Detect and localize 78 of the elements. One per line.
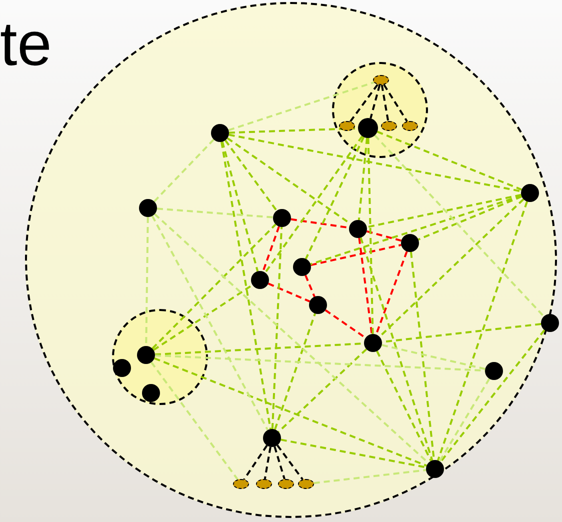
node-dot xyxy=(358,118,378,138)
node-dot xyxy=(278,479,294,489)
connector-line xyxy=(264,136,364,274)
connector-line xyxy=(304,274,316,298)
connector-line xyxy=(280,438,426,468)
node-dot xyxy=(401,234,419,252)
connector-line xyxy=(376,130,522,191)
node-dot xyxy=(139,199,157,217)
connector-line xyxy=(150,362,238,480)
connector-line xyxy=(152,224,276,350)
connector-line xyxy=(154,357,427,467)
connector-line xyxy=(290,218,350,229)
node-dot xyxy=(137,346,155,364)
node-dot xyxy=(142,384,160,402)
connector-line xyxy=(366,194,522,228)
connector-line xyxy=(274,313,316,430)
connector-line xyxy=(156,208,274,218)
connector-line xyxy=(374,134,545,318)
connector-line xyxy=(278,348,368,433)
connector-line xyxy=(228,134,522,192)
node-dot xyxy=(113,359,131,377)
connector-line xyxy=(243,444,268,480)
connector-line xyxy=(154,354,486,372)
connector-line xyxy=(264,446,272,480)
node-dot xyxy=(263,429,281,447)
node-dot xyxy=(273,209,291,227)
connector-line xyxy=(304,136,365,260)
connector-line xyxy=(378,198,524,338)
connector-line xyxy=(262,226,280,272)
node-dot xyxy=(256,479,272,489)
connector-line xyxy=(154,138,214,202)
connector-line xyxy=(380,84,390,122)
node-dot xyxy=(373,75,389,85)
connector-line xyxy=(366,230,402,242)
connector-line xyxy=(438,378,490,462)
node-dot xyxy=(541,314,559,332)
connector-line xyxy=(152,284,254,351)
node-dot xyxy=(309,296,327,314)
connector-line xyxy=(271,226,283,430)
connector-line xyxy=(314,469,426,484)
node-dot xyxy=(293,258,311,276)
connector-line xyxy=(274,446,286,480)
node-dot xyxy=(521,184,539,202)
connector-line xyxy=(440,329,546,463)
connector-line xyxy=(370,84,381,119)
node-dot xyxy=(211,124,229,142)
node-dot xyxy=(298,479,314,489)
connector-line xyxy=(367,138,374,334)
connector-line xyxy=(358,138,368,220)
node-dot xyxy=(364,334,382,352)
connector-line xyxy=(375,251,408,335)
connector-line xyxy=(350,84,378,122)
connector-line xyxy=(310,244,402,266)
connector-line xyxy=(382,344,486,370)
connector-line xyxy=(310,194,522,266)
connector-line xyxy=(220,142,272,430)
node-dot xyxy=(381,121,397,131)
connector-line xyxy=(376,350,432,462)
node-dot xyxy=(426,460,444,478)
connector-line xyxy=(358,238,373,334)
node-dot xyxy=(233,479,249,489)
node-dot xyxy=(402,121,418,131)
connector-line xyxy=(224,140,278,212)
node-dot xyxy=(485,362,503,380)
connector-line xyxy=(221,141,259,272)
connector-line xyxy=(268,282,310,302)
connector-line xyxy=(418,196,522,240)
heading-fragment: te xyxy=(0,14,52,76)
node-dot xyxy=(339,121,355,131)
connector-line xyxy=(383,84,408,122)
node-dot xyxy=(349,220,367,238)
connector-line xyxy=(228,81,374,132)
connector-line xyxy=(324,309,366,339)
connector-line xyxy=(276,444,304,480)
connector-line xyxy=(151,215,269,431)
node-dot xyxy=(251,271,269,289)
connector-line xyxy=(360,237,434,461)
connector-line xyxy=(436,201,528,461)
